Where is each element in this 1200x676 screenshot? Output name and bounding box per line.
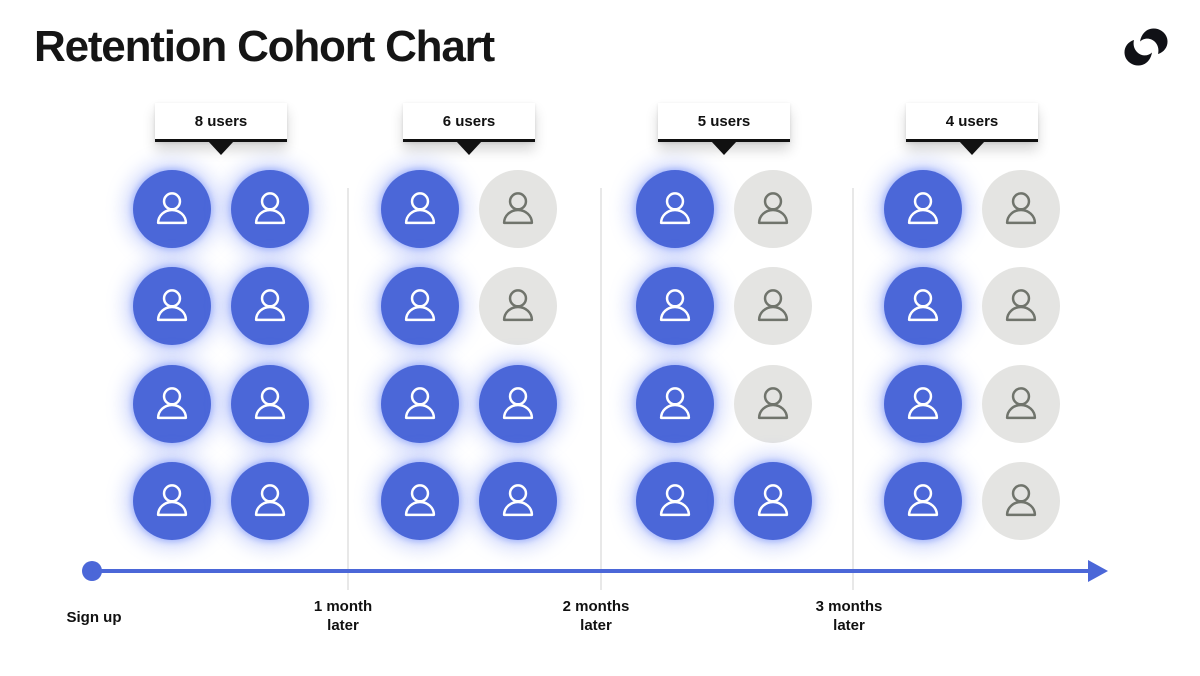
user-icon: [254, 387, 286, 420]
cohort-count-label: 5 users: [658, 103, 790, 142]
user-retained-circle: [734, 462, 812, 540]
user-churned-circle: [982, 365, 1060, 443]
user-icon: [502, 484, 534, 517]
timeline-arrowhead-icon: [1088, 560, 1108, 582]
user-retained-circle: [133, 267, 211, 345]
user-icon: [907, 192, 939, 225]
user-retained-circle: [133, 462, 211, 540]
user-retained-circle: [636, 267, 714, 345]
tooltip-pointer-icon: [208, 141, 234, 155]
user-icon: [502, 289, 534, 322]
user-retained-circle: [231, 267, 309, 345]
user-icon: [404, 484, 436, 517]
user-retained-circle: [381, 267, 459, 345]
user-retained-circle: [381, 170, 459, 248]
user-retained-circle: [231, 462, 309, 540]
user-icon: [907, 289, 939, 322]
user-retained-circle: [381, 462, 459, 540]
user-icon: [907, 484, 939, 517]
user-icon: [404, 387, 436, 420]
user-retained-circle: [636, 365, 714, 443]
user-icon: [254, 289, 286, 322]
timeline-label: Sign up: [66, 609, 122, 626]
user-churned-circle: [479, 267, 557, 345]
user-churned-circle: [982, 170, 1060, 248]
user-retained-circle: [884, 462, 962, 540]
brand-mark-icon: [1124, 28, 1168, 66]
user-icon: [659, 484, 691, 517]
timeline-line: [92, 569, 1092, 573]
user-icon: [659, 289, 691, 322]
user-churned-circle: [734, 170, 812, 248]
user-churned-circle: [479, 170, 557, 248]
timeline-label: 3 months later: [815, 598, 883, 634]
user-icon: [502, 387, 534, 420]
user-icon: [156, 289, 188, 322]
user-icon: [1005, 192, 1037, 225]
user-icon: [156, 387, 188, 420]
user-icon: [502, 192, 534, 225]
user-churned-circle: [982, 267, 1060, 345]
user-icon: [404, 289, 436, 322]
period-divider-line: [852, 188, 854, 590]
user-icon: [1005, 289, 1037, 322]
user-icon: [907, 387, 939, 420]
tooltip-pointer-icon: [456, 141, 482, 155]
user-icon: [156, 192, 188, 225]
user-icon: [1005, 387, 1037, 420]
user-icon: [254, 192, 286, 225]
user-retained-circle: [636, 462, 714, 540]
timeline-label: 1 month later: [313, 598, 373, 634]
user-icon: [1005, 484, 1037, 517]
user-retained-circle: [479, 462, 557, 540]
user-retained-circle: [479, 365, 557, 443]
user-icon: [757, 484, 789, 517]
user-icon: [659, 192, 691, 225]
user-retained-circle: [231, 365, 309, 443]
user-icon: [156, 484, 188, 517]
user-icon: [757, 192, 789, 225]
user-churned-circle: [734, 267, 812, 345]
user-retained-circle: [884, 170, 962, 248]
user-churned-circle: [982, 462, 1060, 540]
user-icon: [757, 289, 789, 322]
timeline-label: 2 months later: [562, 598, 630, 634]
tooltip-pointer-icon: [711, 141, 737, 155]
user-icon: [659, 387, 691, 420]
user-retained-circle: [381, 365, 459, 443]
user-retained-circle: [231, 170, 309, 248]
user-icon: [404, 192, 436, 225]
user-retained-circle: [884, 267, 962, 345]
user-retained-circle: [133, 365, 211, 443]
cohort-count-label: 6 users: [403, 103, 535, 142]
user-retained-circle: [636, 170, 714, 248]
period-divider-line: [600, 188, 602, 590]
period-divider-line: [347, 188, 349, 590]
brand-logo-icon: [1124, 28, 1168, 66]
user-retained-circle: [133, 170, 211, 248]
user-icon: [254, 484, 286, 517]
page-title: Retention Cohort Chart: [34, 22, 495, 71]
cohort-count-label: 8 users: [155, 103, 287, 142]
tooltip-pointer-icon: [959, 141, 985, 155]
user-retained-circle: [884, 365, 962, 443]
user-icon: [757, 387, 789, 420]
cohort-count-label: 4 users: [906, 103, 1038, 142]
user-churned-circle: [734, 365, 812, 443]
